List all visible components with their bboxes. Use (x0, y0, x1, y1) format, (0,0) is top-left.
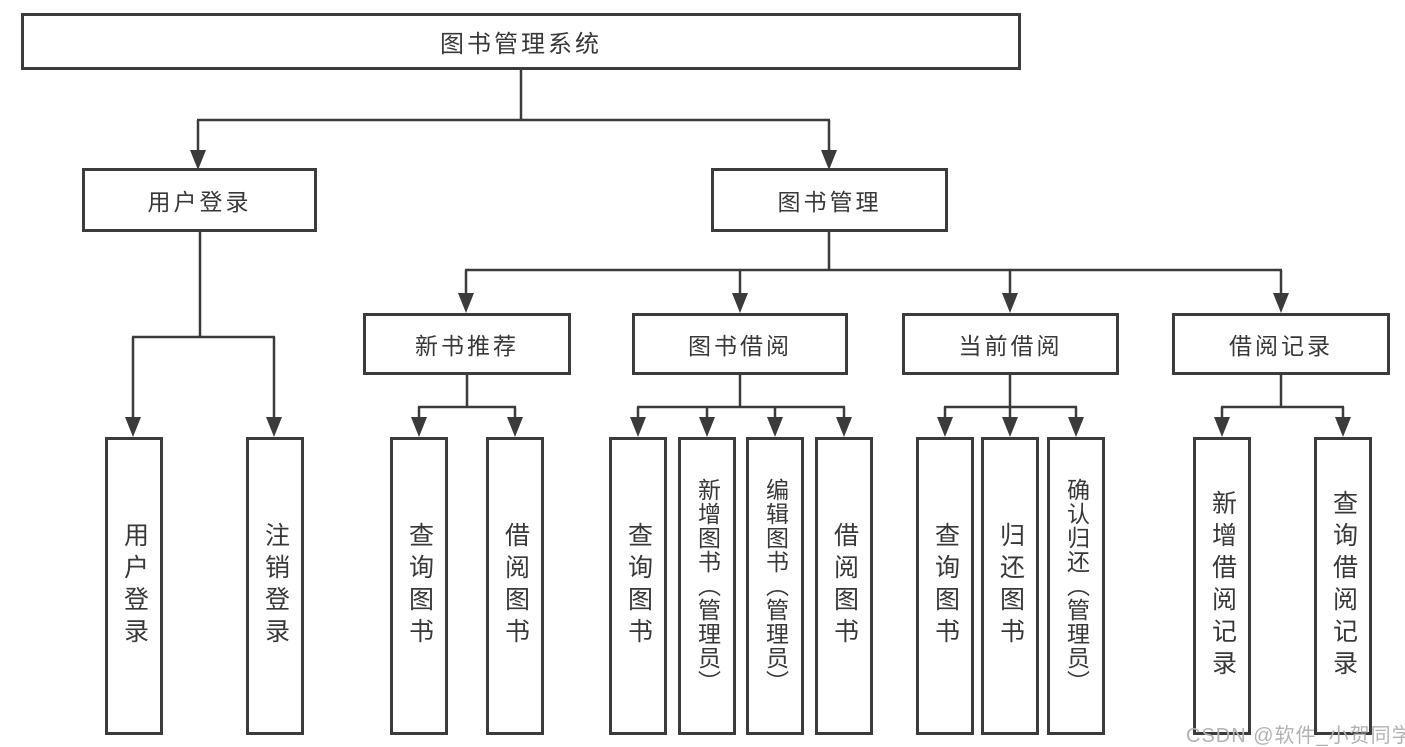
node-leaf-logout-label: 注销登录 (261, 522, 290, 650)
arrowheads-level2 (190, 150, 837, 170)
node-leaf-add-borrow-record: 新增借阅记录 (1193, 437, 1251, 735)
node-leaf-query-books-borrow: 查询图书 (609, 437, 667, 735)
node-leaf-confirm-return-admin-label: 确认归还（管理员） (1063, 478, 1090, 694)
arrowheads-book-borrow-children (630, 417, 852, 437)
node-current-borrow-label: 当前借阅 (958, 333, 1063, 359)
node-new-book-recommend-label: 新书推荐 (415, 333, 519, 359)
node-leaf-borrow-books: 借阅图书 (815, 437, 873, 735)
node-book-borrow-label: 图书借阅 (688, 333, 792, 359)
arrowheads-user-login-children (125, 417, 282, 437)
node-book-borrow: 图书借阅 (632, 313, 848, 375)
arrowheads-new-book-children (411, 417, 523, 437)
node-leaf-return-books: 归还图书 (981, 437, 1039, 735)
node-leaf-logout: 注销登录 (246, 437, 304, 735)
node-leaf-edit-books-admin: 编辑图书（管理员） (746, 437, 804, 735)
node-leaf-add-borrow-record-label: 新增借阅记录 (1208, 490, 1237, 682)
node-leaf-add-books-admin-label: 新增图书（管理员） (694, 478, 721, 694)
csdn-watermark: CSDN @软件_小贺同学 (1186, 725, 1405, 747)
node-leaf-return-books-label: 归还图书 (996, 522, 1025, 650)
node-new-book-recommend: 新书推荐 (363, 313, 571, 375)
node-leaf-edit-books-admin-label: 编辑图书（管理员） (762, 478, 789, 694)
node-leaf-confirm-return-admin: 确认归还（管理员） (1047, 437, 1105, 735)
node-leaf-query-books-recommend-label: 查询图书 (405, 522, 434, 650)
arrowheads-book-management-children (458, 293, 1289, 313)
arrowheads-borrow-records-children (1214, 417, 1351, 437)
node-current-borrow: 当前借阅 (902, 313, 1119, 375)
node-leaf-borrow-books-label: 借阅图书 (830, 522, 859, 650)
node-leaf-user-login: 用户登录 (105, 437, 163, 735)
node-leaf-query-books-current-label: 查询图书 (931, 522, 960, 650)
connector-book-borrow-children (636, 375, 846, 420)
node-leaf-query-borrow-record-label: 查询借阅记录 (1329, 490, 1358, 682)
node-borrow-records: 借阅记录 (1172, 313, 1390, 375)
connector-root-to-level2 (196, 69, 831, 153)
node-leaf-query-books-borrow-label: 查询图书 (624, 522, 653, 650)
node-user-login-label: 用户登录 (147, 189, 252, 215)
node-book-management-label: 图书管理 (777, 189, 882, 215)
node-root-label: 图书管理系统 (440, 31, 602, 58)
connector-user-login-children (131, 232, 276, 420)
arrowheads-current-borrow-children (937, 417, 1084, 437)
connector-current-borrow-children (943, 375, 1078, 420)
node-book-management: 图书管理 (711, 168, 948, 232)
node-leaf-borrow-books-recommend: 借阅图书 (486, 437, 544, 735)
node-root: 图书管理系统 (21, 13, 1021, 70)
node-leaf-user-login-label: 用户登录 (120, 522, 149, 650)
node-leaf-add-books-admin: 新增图书（管理员） (678, 437, 736, 735)
node-leaf-query-books-recommend: 查询图书 (390, 437, 448, 735)
connector-new-book-children (417, 375, 517, 420)
node-leaf-query-borrow-record: 查询借阅记录 (1314, 437, 1372, 735)
node-user-login: 用户登录 (82, 168, 317, 232)
node-leaf-borrow-books-recommend-label: 借阅图书 (501, 522, 530, 650)
connector-book-management-children (464, 232, 1283, 296)
node-leaf-query-books-current: 查询图书 (916, 437, 974, 735)
node-borrow-records-label: 借阅记录 (1229, 333, 1333, 359)
connector-borrow-records-children (1220, 375, 1345, 420)
